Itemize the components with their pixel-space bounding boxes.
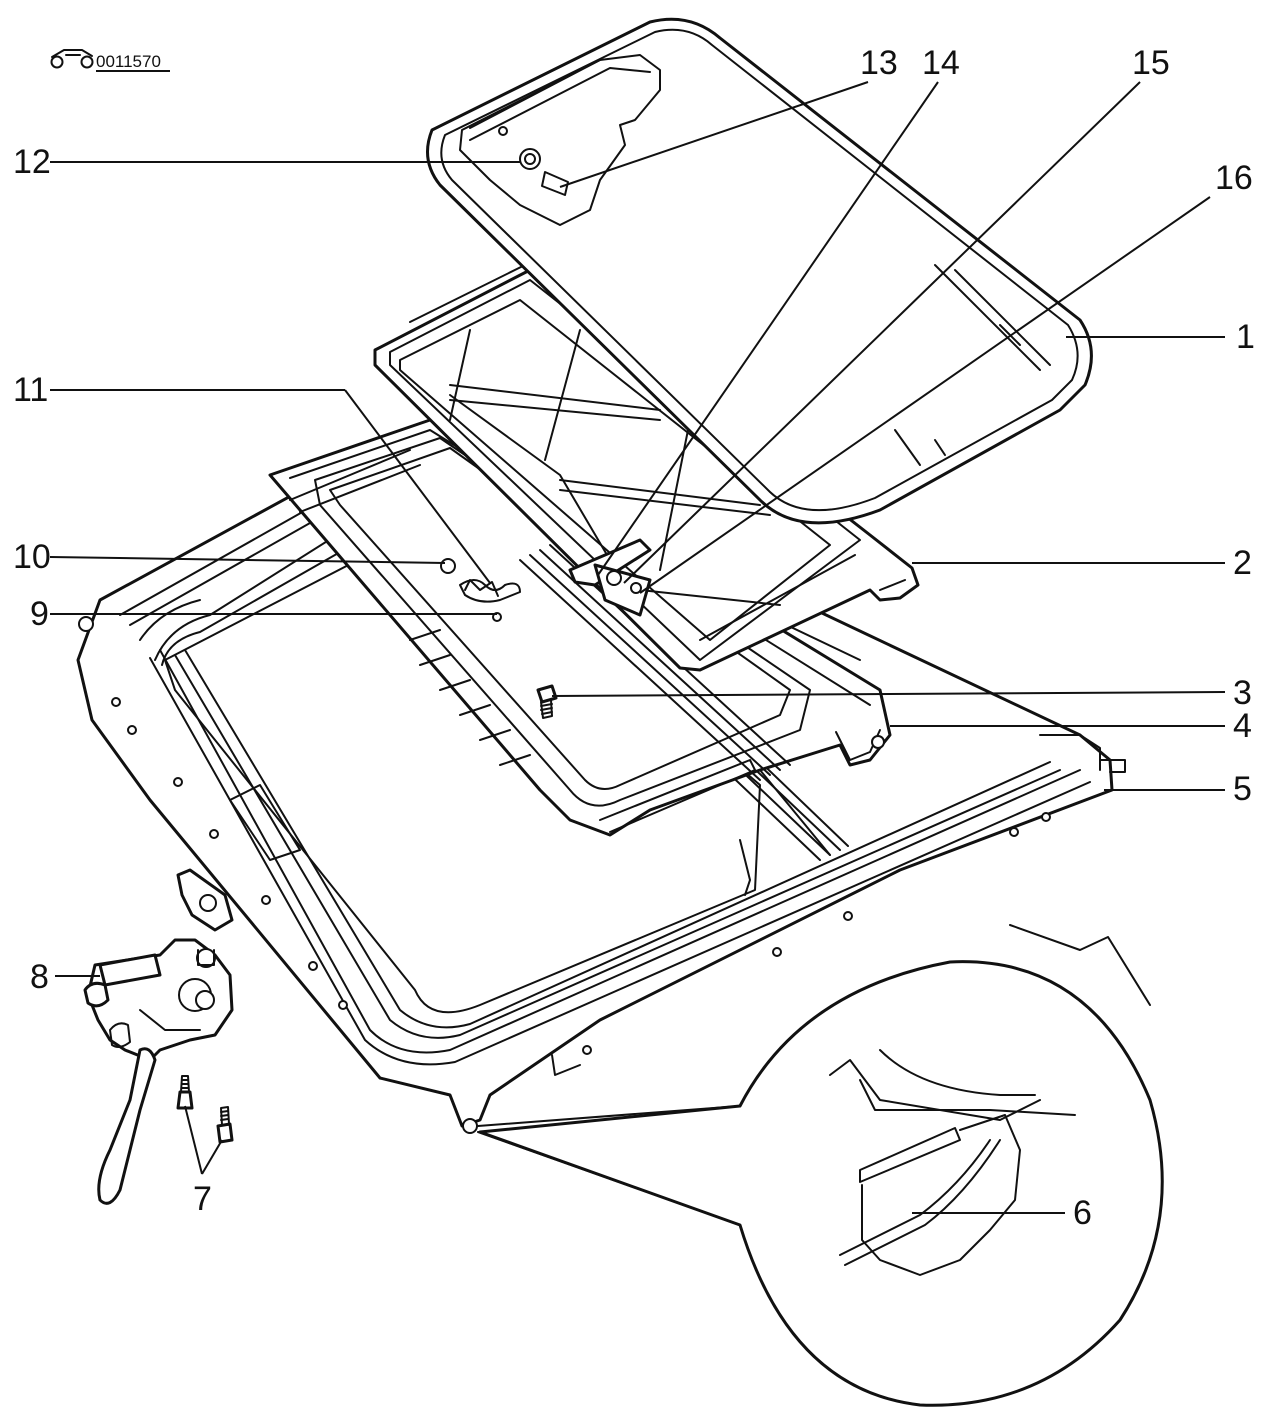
seal-ring-10 [440,558,456,574]
callout-7: 7 [193,1180,212,1218]
callout-15: 15 [1132,44,1170,82]
callout-8: 8 [30,958,49,996]
callout-9: 9 [30,595,49,633]
spring-clip-11 [459,579,521,603]
callout-4: 4 [1233,707,1252,745]
glass-panel-1 [426,17,1093,525]
callout-14: 14 [922,44,960,82]
callout-12: 12 [13,143,51,181]
roof-edge [1009,924,1151,1006]
callout-1: 1 [1236,318,1255,356]
figure-code: 0011570 [96,52,161,71]
callout-6: 6 [1073,1194,1092,1232]
catalogue-mark: 0011570 [50,49,170,72]
callout-13: 13 [860,44,898,82]
leader-lines [49,81,1226,1214]
callout-5: 5 [1233,770,1252,808]
callout-10: 10 [13,538,51,576]
callout-2: 2 [1233,544,1252,582]
car-logo-icon [50,49,94,69]
callout-11: 11 [13,371,48,409]
callout-3: 3 [1233,674,1252,712]
drive-unit-8 [83,868,234,1205]
screws-7 [176,1075,234,1144]
callout-numbers: 1 2 3 4 5 6 7 8 9 10 11 12 13 14 15 16 [13,44,1255,1232]
detail-magnifier [477,960,1164,1407]
callout-16: 16 [1215,159,1253,197]
sliding-frame-2 [373,264,920,672]
bolt-3 [536,684,558,719]
